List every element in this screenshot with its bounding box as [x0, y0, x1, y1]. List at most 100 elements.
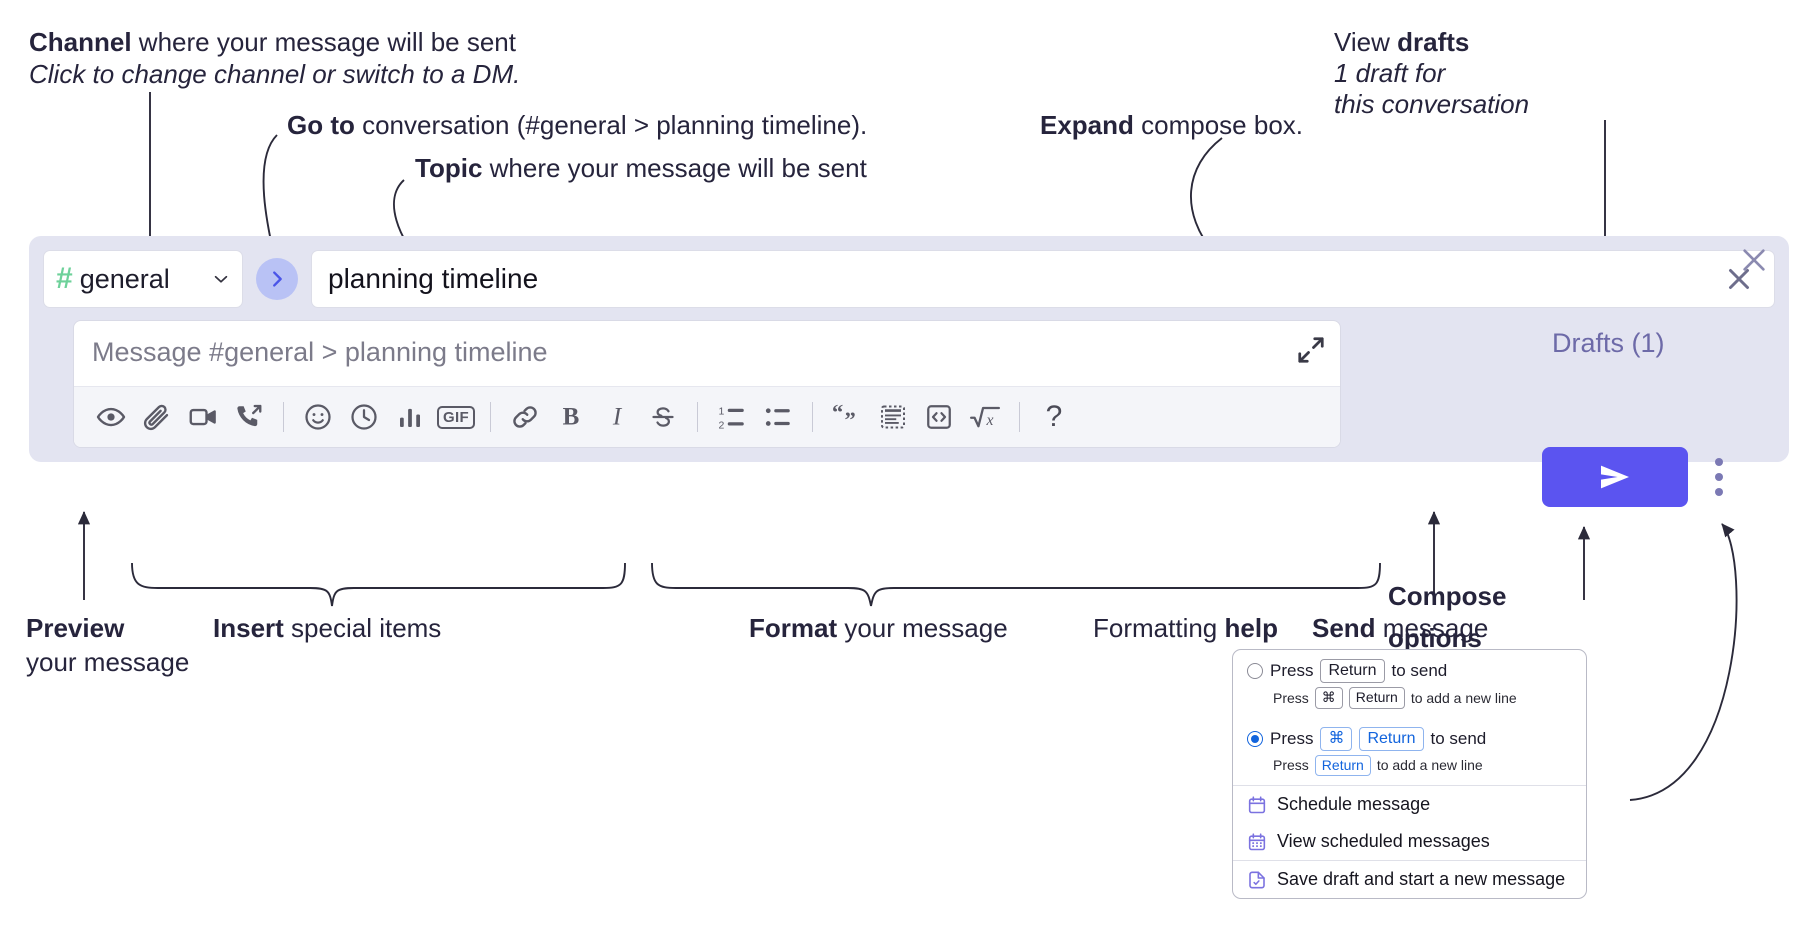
compose-options-button[interactable]: [1715, 458, 1723, 496]
annotation-format-rest: your message: [837, 613, 1008, 643]
channel-selector[interactable]: # general: [43, 250, 243, 308]
expand-icon[interactable]: [1296, 335, 1326, 365]
menu-item-save-draft[interactable]: Save draft and start a new message: [1233, 861, 1586, 898]
gif-icon[interactable]: GIF: [433, 394, 479, 440]
menu-item-view-scheduled-messages[interactable]: View scheduled messages: [1233, 823, 1586, 860]
annotation-channel-sub: Click to change channel or switch to a D…: [29, 56, 520, 92]
compose-options-menu: Press Return to send Press ⌘ Return to a…: [1232, 649, 1587, 899]
italic-icon[interactable]: I: [594, 394, 640, 440]
annotation-goto-rest: conversation (#general > planning timeli…: [354, 110, 868, 140]
calendar-icon: [1247, 795, 1267, 815]
option-press-return-to-send[interactable]: Press Return to send: [1233, 650, 1586, 685]
topic-field[interactable]: planning timeline: [311, 250, 1775, 308]
key-return: Return: [1348, 687, 1405, 709]
key-command: ⌘: [1320, 726, 1353, 751]
annotation-expand: Expand compose box.: [1040, 107, 1303, 143]
sub-tail-label: to add a new line: [1376, 757, 1483, 774]
annotation-insert-rest: special items: [283, 613, 442, 643]
emoji-icon[interactable]: [295, 394, 341, 440]
drafts-link[interactable]: Drafts (1): [1552, 328, 1665, 358]
math-icon[interactable]: x: [962, 394, 1008, 440]
key-command: ⌘: [1314, 687, 1343, 709]
key-return: Return: [1359, 726, 1424, 751]
svg-text:“: “: [832, 402, 843, 425]
compose-panel: # general planning timeline Message #gen…: [29, 236, 1789, 462]
bulleted-list-icon[interactable]: [755, 394, 801, 440]
topic-value: planning timeline: [328, 263, 539, 294]
annotation-preview-sub-text: your message: [26, 647, 190, 677]
help-icon[interactable]: ?: [1031, 394, 1077, 440]
annotation-compose-options-bold1: Compose: [1388, 581, 1507, 611]
attachment-icon[interactable]: [134, 394, 180, 440]
menu-item-schedule-message[interactable]: Schedule message: [1233, 786, 1586, 823]
option-press-label: Press: [1270, 728, 1314, 748]
svg-text:2: 2: [719, 419, 725, 431]
bold-icon[interactable]: B: [548, 394, 594, 440]
poll-icon[interactable]: [387, 394, 433, 440]
svg-text:1: 1: [719, 406, 725, 418]
key-return: Return: [1314, 754, 1371, 776]
annotation-channel: Channel where your message will be sent: [29, 24, 516, 60]
goto-conversation-button[interactable]: [256, 258, 298, 300]
message-input-placeholder: Message #general > planning timeline: [92, 337, 548, 367]
context-row: # general planning timeline: [43, 250, 1775, 308]
annotation-help-bold: help: [1224, 613, 1278, 643]
menu-item-label: Save draft and start a new message: [1277, 869, 1566, 889]
divider: [490, 402, 491, 432]
annotation-preview: Preview: [26, 610, 124, 646]
link-icon[interactable]: [502, 394, 548, 440]
annotation-drafts-sub1: 1 draft for: [1334, 55, 1445, 91]
kebab-dot: [1715, 488, 1723, 496]
close-icon[interactable]: [1722, 262, 1756, 296]
annotation-format: Format your message: [749, 610, 1008, 646]
send-button[interactable]: [1542, 447, 1688, 507]
option-tosend-label: to send: [1391, 661, 1448, 680]
annotation-send-bold: Send: [1312, 613, 1376, 643]
gif-label: GIF: [437, 405, 475, 429]
svg-text:”: ”: [845, 407, 856, 432]
annotation-preview-bold: Preview: [26, 613, 125, 643]
option-tosend-label: to send: [1430, 728, 1487, 748]
svg-text:B: B: [563, 404, 580, 431]
preview-icon[interactable]: [88, 394, 134, 440]
key-return: Return: [1320, 659, 1385, 683]
annotation-channel-bold: Channel: [29, 27, 132, 57]
chevron-right-icon: [273, 271, 282, 287]
code-icon[interactable]: [916, 394, 962, 440]
code-block-icon[interactable]: [870, 394, 916, 440]
blockquote-icon[interactable]: “”: [824, 394, 870, 440]
radio-selected-icon: [1247, 730, 1263, 747]
annotation-send: Send message: [1312, 610, 1488, 646]
svg-text:x: x: [985, 412, 993, 429]
annotation-preview-sub: your message: [26, 644, 189, 680]
menu-item-label: Schedule message: [1277, 794, 1431, 814]
kebab-dot: [1715, 458, 1723, 466]
annotation-goto: Go to conversation (#general > planning …: [287, 107, 867, 143]
clock-icon[interactable]: [341, 394, 387, 440]
strikethrough-icon[interactable]: [640, 394, 686, 440]
call-forward-icon[interactable]: [226, 394, 272, 440]
menu-divider: [1233, 785, 1586, 786]
radio-unselected-icon: [1247, 663, 1263, 679]
annotation-drafts-sub1-text: 1 draft for: [1334, 58, 1446, 88]
sub-tail-label: to add a new line: [1410, 689, 1517, 706]
annotation-drafts: View drafts: [1334, 24, 1469, 60]
annotation-drafts-bold: drafts: [1397, 27, 1470, 57]
video-icon[interactable]: [180, 394, 226, 440]
annotation-help-pre: Formatting: [1093, 613, 1225, 643]
panel-close-icon[interactable]: [1738, 244, 1770, 276]
annotation-expand-bold: Expand: [1040, 110, 1134, 140]
divider: [283, 402, 284, 432]
annotation-insert-bold: Insert: [213, 613, 284, 643]
message-input-shell[interactable]: Message #general > planning timeline: [73, 320, 1341, 448]
sub-press-label: Press: [1273, 689, 1309, 706]
annotation-drafts-sub2-text: this conversation: [1334, 89, 1530, 119]
svg-text:I: I: [612, 404, 623, 431]
save-draft-icon: [1247, 870, 1267, 890]
option-press-cmd-return-to-send[interactable]: Press ⌘ Return to send: [1233, 718, 1586, 753]
divider: [812, 402, 813, 432]
kebab-dot: [1715, 473, 1723, 481]
